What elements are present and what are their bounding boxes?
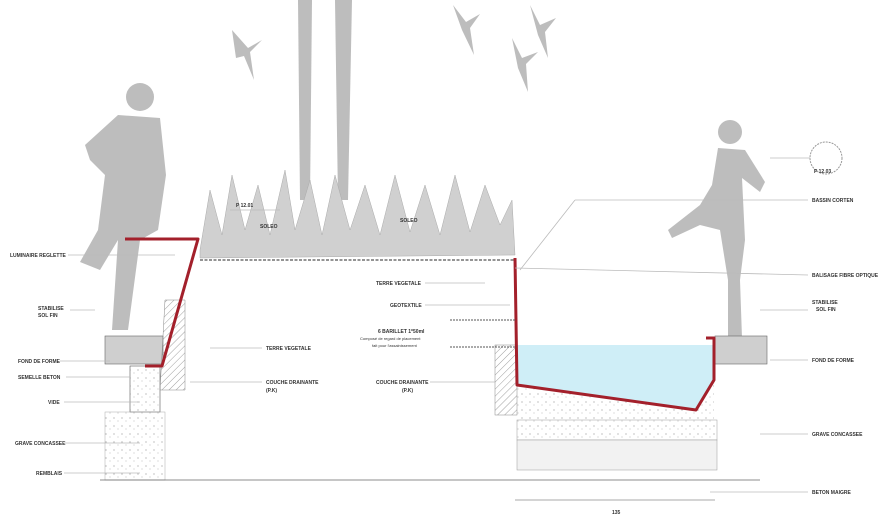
svg-text:SOL FIN: SOL FIN: [38, 313, 58, 319]
svg-text:SEMELLE BETON: SEMELLE BETON: [18, 375, 61, 381]
svg-text:GRAVE CONCASSEE: GRAVE CONCASSEE: [15, 441, 66, 447]
top-label: SOLEO: [260, 224, 278, 230]
svg-text:SOL FIN: SOL FIN: [816, 307, 836, 313]
svg-text:LUMINAIRE REGLETTE: LUMINAIRE REGLETTE: [10, 253, 66, 259]
center-labels: TERRE VEGETALE GEOTEXTILE 6 BARILLET 1*5…: [360, 199, 808, 394]
left-labels: LUMINAIRE REGLETTE STABILISE SOL FIN FON…: [10, 253, 175, 477]
svg-text:COUCHE DRAINANTE: COUCHE DRAINANTE: [266, 380, 319, 386]
svg-text:BETON MAIGRE: BETON MAIGRE: [812, 490, 851, 496]
svg-text:BALISAGE FIBRE OPTIQUE: BALISAGE FIBRE OPTIQUE: [812, 273, 879, 279]
svg-text:COUCHE DRAINANTE: COUCHE DRAINANTE: [376, 380, 429, 386]
pond-section: 135: [100, 257, 768, 516]
svg-text:FOND DE FORME: FOND DE FORME: [812, 358, 855, 364]
bottom-dimension: 135: [612, 510, 621, 516]
center-left-labels: TERRE VEGETALE COUCHE DRAINANTE (P.K): [190, 346, 319, 394]
birds-icon: [232, 5, 556, 92]
svg-text:GEOTEXTILE: GEOTEXTILE: [390, 303, 422, 309]
svg-text:STABILISE: STABILISE: [38, 306, 64, 312]
person-silhouette-right: [668, 120, 765, 338]
svg-text:6 BARILLET 1*50ml: 6 BARILLET 1*50ml: [378, 329, 425, 335]
svg-text:REMBLAIS: REMBLAIS: [36, 471, 63, 477]
svg-text:(P.K): (P.K): [402, 388, 413, 394]
svg-text:GRAVE CONCASSEE: GRAVE CONCASSEE: [812, 432, 863, 438]
svg-text:BASSIN CORTEN: BASSIN CORTEN: [812, 198, 854, 204]
top-label: SOLEO: [400, 218, 418, 224]
svg-text:P 12.01: P 12.01: [236, 203, 253, 209]
svg-text:(P.K): (P.K): [266, 388, 277, 394]
left-planter-section: [104, 237, 200, 481]
tree-trunks: [298, 0, 352, 200]
section-ref-right: P 12.03: [770, 141, 843, 175]
svg-text:VIDE: VIDE: [48, 400, 60, 406]
svg-text:Composé de regard de placement: Composé de regard de placement: [360, 336, 421, 341]
svg-text:STABILISE: STABILISE: [812, 300, 838, 306]
svg-text:TERRE VEGETALE: TERRE VEGETALE: [376, 281, 422, 287]
section-ref-left: P 12.01: [230, 203, 280, 211]
svg-text:fait pour l'assainissement: fait pour l'assainissement: [372, 343, 418, 348]
svg-text:P 12.03: P 12.03: [814, 169, 831, 175]
svg-text:TERRE VEGETALE: TERRE VEGETALE: [266, 346, 312, 352]
svg-text:FOND DE FORME: FOND DE FORME: [18, 359, 61, 365]
vegetation: [199, 169, 516, 259]
person-silhouette-left: [80, 83, 166, 330]
right-labels: BASSIN CORTEN BALISAGE FIBRE OPTIQUE STA…: [514, 198, 879, 496]
